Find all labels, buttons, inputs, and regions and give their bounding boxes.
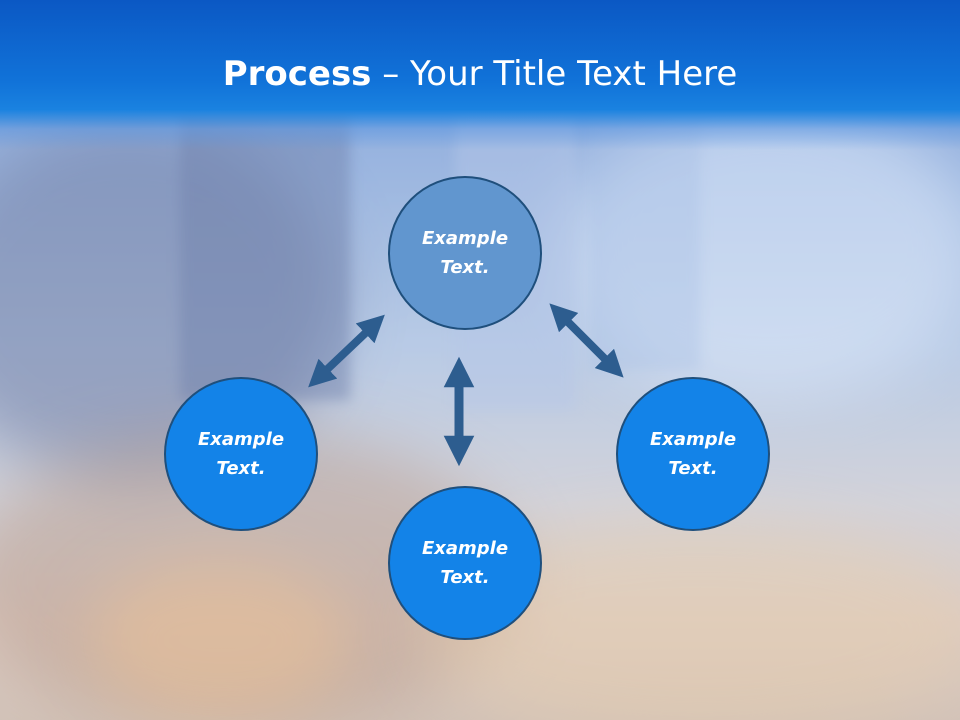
process-node-top: Example Text. bbox=[388, 176, 542, 330]
arrow-top-left bbox=[308, 314, 385, 388]
title-bold: Process bbox=[222, 54, 372, 94]
node-label: Example Text. bbox=[197, 429, 285, 479]
node-label: Example Text. bbox=[649, 429, 737, 479]
process-node-left: Example Text. bbox=[164, 377, 318, 531]
slide-title: Process – Your Title Text Here bbox=[0, 52, 960, 96]
arrow-top-right bbox=[549, 303, 624, 378]
title-bar bbox=[0, 0, 960, 150]
node-label: Example Text. bbox=[421, 228, 509, 278]
process-node-bottom: Example Text. bbox=[388, 486, 542, 640]
node-label: Example Text. bbox=[421, 538, 509, 588]
process-node-right: Example Text. bbox=[616, 377, 770, 531]
title-rest: – Your Title Text Here bbox=[371, 54, 738, 94]
